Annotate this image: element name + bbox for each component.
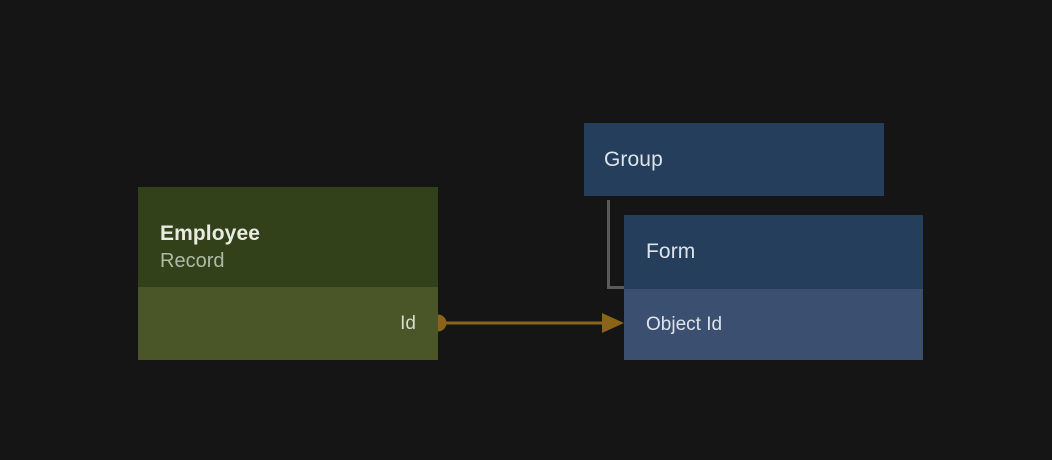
node-employee[interactable]: Employee Record Id bbox=[138, 187, 438, 360]
node-group[interactable]: Group bbox=[584, 123, 884, 196]
node-employee-title: Employee bbox=[160, 222, 261, 245]
node-employee-field-id[interactable]: Id bbox=[138, 287, 438, 360]
edge-group-contains-form bbox=[607, 200, 625, 289]
node-form-header[interactable]: Form bbox=[624, 215, 923, 289]
node-group-header[interactable]: Group bbox=[584, 123, 884, 196]
node-employee-header[interactable]: Employee Record bbox=[138, 187, 438, 287]
edge-employee-id-to-form-object-id[interactable] bbox=[429, 313, 625, 333]
edge-arrow-head bbox=[602, 313, 624, 333]
node-employee-subtitle: Record bbox=[160, 250, 225, 272]
field-label: Object Id bbox=[646, 313, 723, 335]
node-form[interactable]: Form Object Id bbox=[624, 215, 923, 360]
node-form-title: Form bbox=[646, 240, 696, 263]
node-form-field-object-id[interactable]: Object Id bbox=[624, 289, 923, 360]
node-group-title: Group bbox=[604, 147, 663, 171]
field-label: Id bbox=[400, 312, 416, 334]
